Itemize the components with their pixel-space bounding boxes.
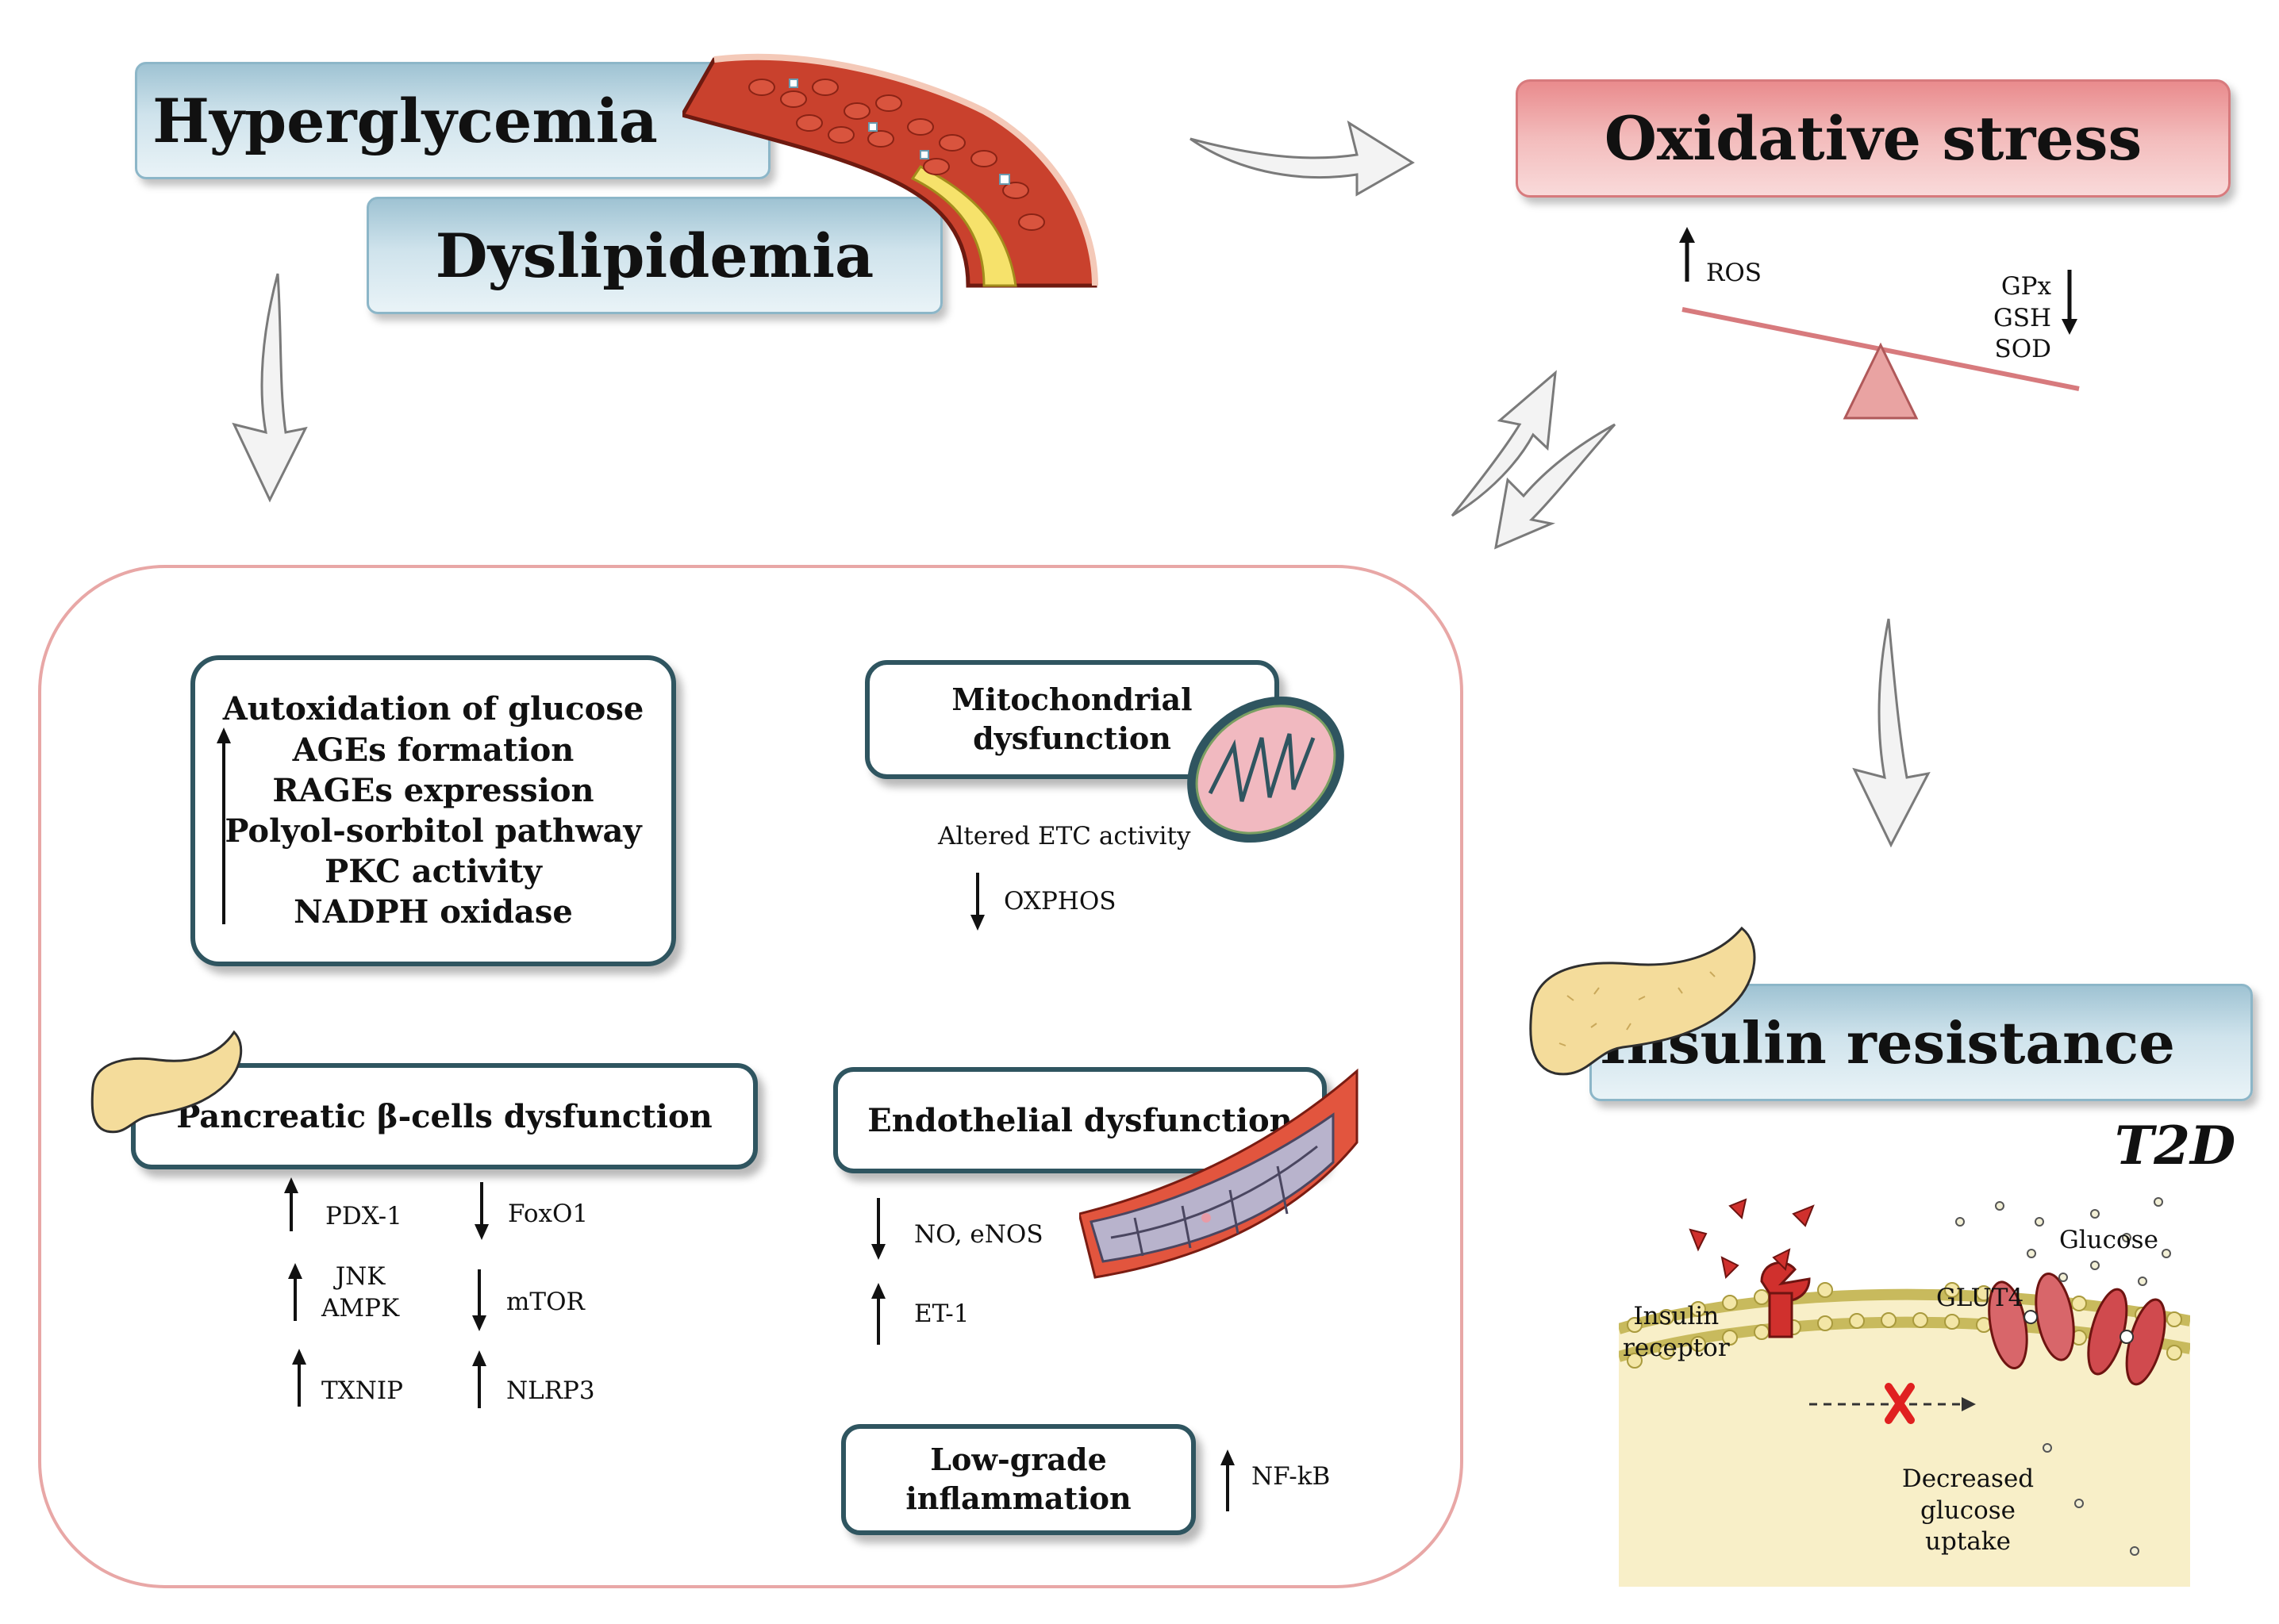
jnk-label: JNK <box>335 1262 386 1291</box>
dyslipidemia-label: Dyslipidemia <box>435 220 874 291</box>
gsh-label: GSH <box>1993 303 2051 332</box>
arrow-up-icon <box>472 1350 486 1408</box>
beta-cells-box: Pancreatic β-cells dysfunction <box>131 1063 758 1169</box>
arrow-up-icon <box>871 1283 886 1345</box>
pancreas-icon <box>1529 926 1756 1076</box>
arrow-down-right-icon <box>1852 618 1931 848</box>
antioxidant-labels: GPx GSH SOD <box>1972 271 2051 366</box>
gpx-label: GPx <box>2000 272 2051 301</box>
sod-label: SOD <box>1994 335 2051 364</box>
mtor-label: mTOR <box>506 1288 585 1316</box>
arrow-down-left-icon <box>232 273 308 503</box>
decreased-uptake-line: glucose <box>1920 1495 2016 1525</box>
arrow-up-icon <box>284 1177 298 1231</box>
glucose-label: Glucose <box>2059 1226 2158 1254</box>
bidirectional-arrows-icon <box>1451 370 1616 550</box>
beta-cells-title: Pancreatic β-cells dysfunction <box>176 1097 713 1135</box>
arrow-up-icon <box>1220 1449 1235 1511</box>
hyperglycemia-banner: Hyperglycemia <box>135 62 771 179</box>
arrow-up-icon <box>292 1349 306 1407</box>
insulin-receptor-line: Insulin <box>1633 1302 1720 1330</box>
decreased-uptake-label: Decreased glucose uptake <box>1893 1464 2043 1558</box>
arrow-up-icon <box>288 1263 302 1321</box>
arrow-down-icon <box>871 1198 886 1260</box>
cell-membrane-illustration <box>1619 1197 2190 1587</box>
et1-label: ET-1 <box>914 1300 970 1328</box>
inflammation-title-line: inflammation <box>905 1480 1132 1516</box>
txnip-label: TXNIP <box>321 1376 403 1405</box>
arrow-up-icon <box>217 728 231 924</box>
insulin-resistance-banner: Insulin resistance <box>1589 984 2253 1101</box>
oxidative-stress-label: Oxidative stress <box>1604 103 2143 174</box>
autoxidation-list: Autoxidation of glucose AGEs formation R… <box>223 689 644 932</box>
endothelial-title: Endothelial dysfunction <box>867 1101 1293 1139</box>
mitochondrion-icon <box>1187 696 1344 843</box>
foxo1-label: FoxO1 <box>508 1200 589 1228</box>
inflammation-title: Low-grade inflammation <box>905 1441 1131 1518</box>
autoxidation-box: Autoxidation of glucose AGEs formation R… <box>190 655 676 966</box>
arrow-down-icon <box>472 1269 486 1331</box>
pdx1-label: PDX-1 <box>325 1202 402 1230</box>
autox-item: AGEs formation <box>292 731 575 769</box>
arrow-right-icon <box>1189 120 1415 197</box>
decreased-uptake-line: Decreased <box>1901 1465 2035 1493</box>
jnk-ampk-label: JNK AMPK <box>321 1261 399 1324</box>
pancreas-icon <box>90 1030 243 1134</box>
autox-item: Polyol-sorbitol pathway <box>225 812 642 850</box>
autox-item: RAGEs expression <box>272 771 594 809</box>
autox-item: PKC activity <box>325 853 542 891</box>
ampk-label: AMPK <box>321 1293 400 1323</box>
autox-item: Autoxidation of glucose <box>222 690 644 728</box>
inflammation-box: Low-grade inflammation <box>841 1424 1196 1535</box>
glut4-label: GLUT4 <box>1936 1284 2024 1312</box>
hyperglycemia-label: Hyperglycemia <box>152 85 658 156</box>
mitochondrial-box: Mitochondrial dysfunction <box>865 660 1279 779</box>
autox-item: NADPH oxidase <box>294 893 573 931</box>
mito-title-line: Mitochondrial <box>951 681 1193 718</box>
insulin-receptor-label: Insulin receptor <box>1623 1301 1730 1364</box>
altered-etc-label: Altered ETC activity <box>938 822 1191 850</box>
ros-label: ROS <box>1706 259 1762 287</box>
balance-scale-icon <box>1679 227 2080 420</box>
oxidative-stress-banner: Oxidative stress <box>1516 79 2231 198</box>
dyslipidemia-banner: Dyslipidemia <box>367 197 943 314</box>
arrow-down-icon <box>970 873 985 931</box>
nfkb-label: NF-kB <box>1251 1462 1331 1491</box>
insulin-receptor-line: receptor <box>1623 1333 1730 1362</box>
inflammation-title-line: Low-grade <box>930 1442 1107 1478</box>
arrow-down-icon <box>475 1182 489 1240</box>
blood-vessel-cross-section-icon <box>1079 1068 1359 1279</box>
nlrp3-label: NLRP3 <box>506 1376 595 1405</box>
no-enos-label: NO, eNOS <box>914 1220 1043 1249</box>
blood-vessel-icon <box>682 53 1098 288</box>
mito-title-line: dysfunction <box>973 720 1171 756</box>
mitochondrial-title: Mitochondrial dysfunction <box>951 681 1192 758</box>
oxphos-label: OXPHOS <box>1004 887 1116 916</box>
decreased-uptake-line: uptake <box>1925 1527 2011 1557</box>
t2d-label: T2D <box>2115 1115 2236 1177</box>
